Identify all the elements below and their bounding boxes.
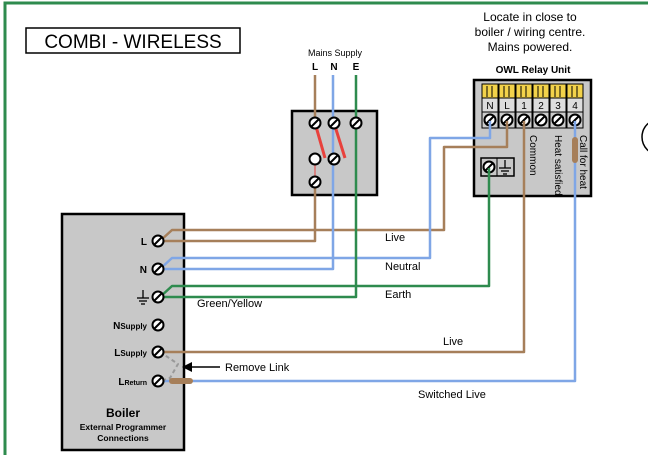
label-common: Common [527, 135, 538, 176]
wire-relay-neutral [159, 121, 492, 270]
mains-terminal-n: N [330, 62, 337, 73]
wire-common-live [160, 121, 526, 354]
boiler-nsupply: NSupply [113, 321, 147, 332]
earth-icon [137, 290, 149, 305]
note-line: Locate in close to [483, 10, 577, 24]
svg-text:L: L [504, 101, 510, 112]
boiler-subtitle: External Programmer [80, 422, 167, 432]
label-live: Live [385, 232, 405, 244]
boiler-subtitle: Connections [97, 433, 149, 443]
label-switched-live: Switched Live [418, 389, 486, 401]
label-live-2: Live [443, 336, 463, 348]
label-neutral: Neutral [385, 261, 420, 273]
boiler-lreturn: LReturn [118, 377, 147, 388]
label-earth: Earth [385, 289, 411, 301]
boiler-l: L [141, 237, 147, 248]
boiler-lsupply: LSupply [114, 348, 147, 359]
mains-title: Mains Supply [308, 48, 363, 58]
label-remove-link: Remove Link [225, 362, 290, 374]
earth-icon [499, 160, 511, 175]
screw-icon [534, 113, 548, 127]
screw-icon [551, 113, 565, 127]
svg-text:2: 2 [538, 101, 544, 112]
frame [3, 1, 648, 455]
svg-text:4: 4 [572, 101, 578, 112]
label-call-for-heat: Call for heat [577, 135, 588, 189]
svg-text:3: 3 [555, 101, 561, 112]
title-box [25, 27, 241, 54]
wire-relay-earth [159, 168, 491, 298]
boiler-n: N [140, 265, 147, 276]
note-line: boiler / wiring centre. [475, 25, 586, 39]
remove-link [159, 351, 179, 382]
wire-relay-live [159, 121, 509, 242]
wire-switch-live-out [160, 182, 317, 243]
mains-switch [290, 109, 379, 197]
wire-switched-live [160, 121, 577, 383]
note-line: Mains powered. [488, 40, 573, 54]
partial-circle [641, 122, 648, 152]
mains-terminal-l: L [312, 62, 318, 73]
wire-mains-earth [160, 75, 358, 299]
boiler-box [60, 212, 186, 452]
wire-mains-neutral [160, 75, 335, 271]
svg-text:N: N [486, 101, 493, 112]
mains-terminal-e: E [353, 62, 360, 73]
title: COMBI - WIRELESS [44, 32, 221, 53]
label-green-yellow: Green/Yellow [197, 298, 262, 310]
svg-text:1: 1 [521, 101, 527, 112]
label-heat-satisfied: Heat satisfied [552, 135, 563, 196]
relay-title: OWL Relay Unit [496, 65, 571, 76]
boiler-title: Boiler [106, 406, 140, 420]
